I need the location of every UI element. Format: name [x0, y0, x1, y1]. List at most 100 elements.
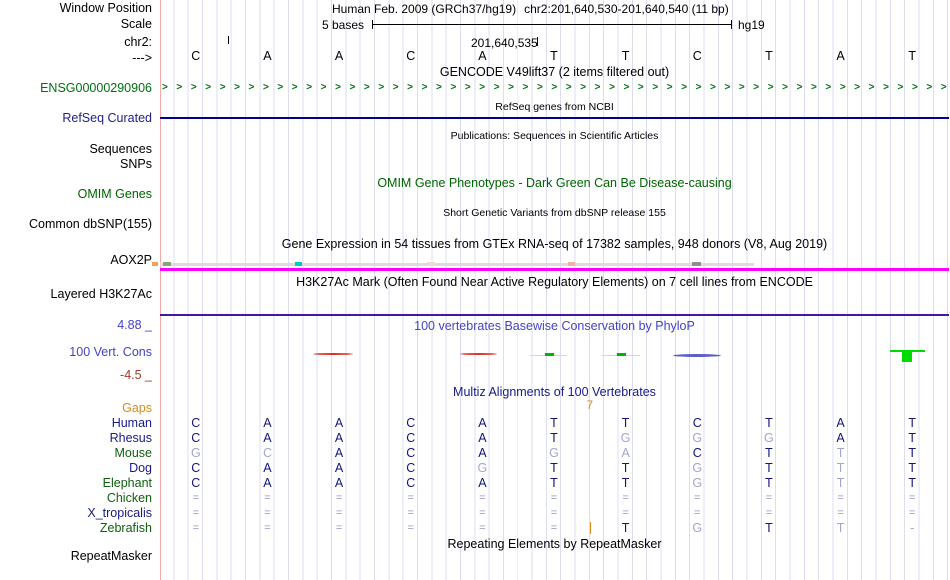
- dbsnp-label[interactable]: Common dbSNP(155): [29, 217, 152, 231]
- strand-arrow-icon: >: [926, 82, 933, 93]
- alignment-insert-tick: [589, 522, 592, 534]
- align-base: T: [836, 461, 845, 475]
- h3k27ac-label[interactable]: Layered H3K27Ac: [50, 287, 152, 301]
- align-base: A: [334, 461, 344, 475]
- align-base: =: [407, 507, 414, 519]
- omim-genes-label[interactable]: OMIM Genes: [77, 187, 152, 201]
- ruler-base: C: [406, 49, 416, 63]
- align-base: T: [765, 521, 773, 535]
- ruler-base: C: [191, 49, 201, 63]
- coordinate-label: 201,640,535: [471, 36, 538, 50]
- phylop-track-title[interactable]: 100 vertebrates Basewise Conservation by…: [414, 319, 695, 333]
- gtex-expression-bar[interactable]: [160, 268, 949, 271]
- strand-arrow-icon: >: [710, 82, 716, 93]
- gaps-label[interactable]: Gaps: [122, 401, 152, 415]
- align-base: A: [263, 416, 272, 430]
- species-label-mouse[interactable]: Mouse: [114, 446, 152, 460]
- align-base: =: [622, 507, 629, 519]
- align-base: T: [550, 461, 558, 475]
- strand-arrow-icon: >: [652, 82, 659, 93]
- refseq-track-title[interactable]: RefSeq genes from NCBI: [495, 101, 614, 113]
- species-label-human[interactable]: Human: [111, 416, 152, 430]
- align-base: C: [262, 446, 272, 460]
- h3k27ac-signal-line[interactable]: [160, 314, 949, 316]
- species-label-chicken[interactable]: Chicken: [106, 491, 152, 505]
- gencode-track-title[interactable]: GENCODE V49lift37 (2 items filtered out): [439, 65, 670, 79]
- align-base: G: [692, 476, 703, 490]
- align-base: C: [191, 461, 201, 475]
- publications-sequences-label[interactable]: Sequences: [89, 142, 152, 156]
- align-base: =: [407, 522, 414, 534]
- species-label-elephant[interactable]: Elephant: [102, 476, 152, 490]
- strand-arrow-icon: >: [868, 82, 875, 93]
- phylop-min-label: -4.5 _: [120, 368, 152, 382]
- gencode-gene-label[interactable]: ENSG00000290906: [40, 81, 152, 95]
- assembly-label: Human Feb. 2009 (GRCh37/hg19): [332, 2, 517, 16]
- scale-ruler-line: [372, 24, 731, 25]
- phylop-track-label[interactable]: 100 Vert. Cons: [69, 345, 152, 359]
- strand-arrow-icon: >: [782, 82, 788, 93]
- strand-arrow-icon: >: [234, 82, 240, 93]
- species-label-zebrafish[interactable]: Zebrafish: [99, 521, 152, 535]
- align-base: C: [406, 431, 416, 445]
- dbsnp-track-title[interactable]: Short Genetic Variants from dbSNP releas…: [443, 207, 666, 219]
- align-base: =: [264, 492, 271, 504]
- species-label-x_tropicalis[interactable]: X_tropicalis: [87, 506, 152, 520]
- align-base: =: [908, 507, 916, 519]
- align-base: T: [621, 521, 630, 535]
- align-base: G: [549, 446, 559, 460]
- strand-arrow-icon: >: [911, 82, 918, 93]
- repeatmasker-label[interactable]: RepeatMasker: [70, 549, 152, 563]
- align-base: =: [335, 522, 343, 534]
- gtex-track-title[interactable]: Gene Expression in 54 tissues from GTEx …: [281, 237, 828, 251]
- strand-arrow-icon: >: [796, 82, 803, 93]
- align-base: C: [406, 416, 416, 430]
- strand-arrow-icon: >: [810, 82, 817, 93]
- species-label-rhesus[interactable]: Rhesus: [109, 431, 152, 445]
- gtex-tissue-tick: [152, 262, 158, 266]
- align-base: T: [550, 416, 558, 430]
- ruler-base: A: [478, 49, 487, 63]
- position-tick: [228, 36, 229, 44]
- omim-track-title[interactable]: OMIM Gene Phenotypes - Dark Green Can Be…: [377, 176, 732, 190]
- ruler-base: T: [621, 49, 630, 63]
- strand-arrow-icon: >: [623, 82, 630, 93]
- h3k27ac-track-title[interactable]: H3K27Ac Mark (Often Found Near Active Re…: [296, 275, 813, 289]
- align-base: T: [908, 446, 916, 460]
- align-base: C: [191, 476, 201, 490]
- strand-arrow-icon: >: [190, 82, 197, 93]
- refseq-gene-line[interactable]: [160, 117, 949, 119]
- strand-arrow-icon: >: [883, 82, 889, 93]
- align-base: =: [550, 507, 558, 519]
- multiz-track-title[interactable]: Multiz Alignments of 100 Vertebrates: [453, 385, 656, 399]
- strand-arrow-icon: >: [724, 82, 731, 93]
- strand-arrow-icon: >: [421, 82, 428, 93]
- strand-arrow-icon: >: [436, 82, 442, 93]
- align-base: A: [478, 476, 487, 490]
- refseq-curated-label[interactable]: RefSeq Curated: [62, 111, 152, 125]
- strand-arrow-icon: >: [536, 82, 543, 93]
- publications-snps-label[interactable]: SNPs: [120, 157, 152, 171]
- align-base: =: [407, 492, 414, 504]
- align-base: T: [621, 416, 630, 430]
- align-base: G: [190, 446, 201, 460]
- publications-track-title[interactable]: Publications: Sequences in Scientific Ar…: [450, 130, 659, 142]
- strand-arrow-icon: >: [479, 82, 486, 93]
- align-base: =: [765, 507, 773, 519]
- strand-arrow-icon: >: [306, 82, 313, 93]
- gencode-gene-strand-arrows[interactable]: >>>>>>>>>>>>>>>>>>>>>>>>>>>>>>>>>>>>>>>>…: [162, 82, 947, 93]
- strand-arrow-icon: >: [580, 82, 587, 93]
- align-base: T: [765, 446, 773, 460]
- gtex-gene-label[interactable]: AOX2P: [110, 253, 152, 267]
- coordinate-tick: [537, 37, 538, 46]
- align-base: A: [334, 476, 344, 490]
- species-label-dog[interactable]: Dog: [129, 461, 152, 475]
- align-base: =: [335, 507, 343, 519]
- repeatmasker-track-title[interactable]: Repeating Elements by RepeatMasker: [447, 537, 662, 551]
- align-base: T: [908, 461, 916, 475]
- align-base: C: [406, 461, 416, 475]
- gtex-tissue-bar[interactable]: [160, 263, 754, 266]
- strand-arrow-icon: >: [825, 82, 832, 93]
- track-grid-background: [160, 0, 949, 580]
